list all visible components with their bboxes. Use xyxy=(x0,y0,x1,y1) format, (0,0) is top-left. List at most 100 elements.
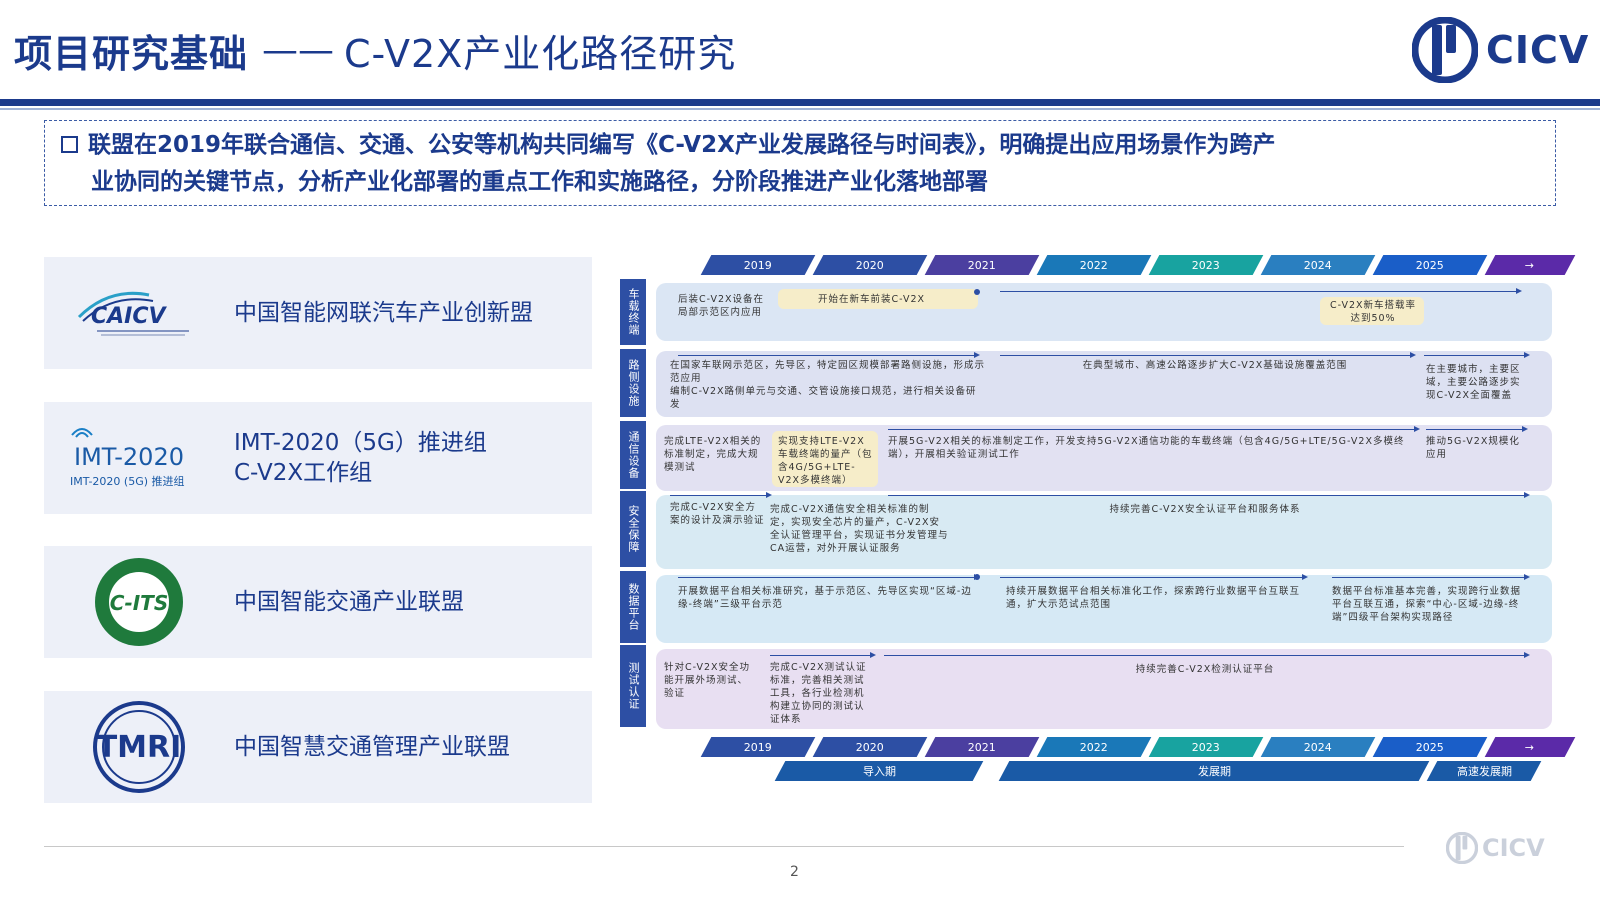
tmri-logo-text: TMRI xyxy=(97,730,182,765)
year-2023-top: 2023 xyxy=(1148,255,1264,275)
row1-milestone-dot xyxy=(974,289,980,295)
checkbox-bullet-icon xyxy=(61,136,78,153)
roadmap-timeline: 2019 2020 2021 2022 2023 2024 2025 → 车载终… xyxy=(620,255,1576,801)
row-category-data-platform: 数据平台 xyxy=(620,571,646,643)
row1-text-1: 后装C-V2X设备在局部示范区内应用 xyxy=(678,294,765,318)
cicv-footer-logo: CICV xyxy=(1446,832,1545,864)
cicv-logo-text: CICV xyxy=(1486,28,1590,72)
row4-text-3: 持续完善C-V2X安全认证平台和服务体系 xyxy=(1109,504,1301,515)
row3-text-1: 完成LTE-V2X相关的标准制定，完成大规模测试 xyxy=(664,436,762,473)
tmri-logo-icon: TMRI xyxy=(93,701,185,793)
row5-text-2: 持续开展数据平台相关标准化工作，探索跨行业数据平台互联互通，扩大示范试点范围 xyxy=(1006,586,1301,610)
year-2025-bottom: 2025 xyxy=(1372,737,1488,757)
year-2021-bottom: 2021 xyxy=(924,737,1040,757)
row-category-security: 安全保障 xyxy=(620,491,646,567)
row4-arrow-2 xyxy=(888,492,1530,498)
caicv-logo-text: CAICV xyxy=(91,304,168,329)
row2-text-3: 在典型城市、高速公路逐步扩大C-V2X基础设施覆盖范围 xyxy=(1082,360,1348,371)
page-title-sub: C-V2X产业化路径研究 xyxy=(344,31,737,76)
header-divider-thin xyxy=(0,108,1600,110)
caicv-logo-icon: CAICV xyxy=(77,291,189,336)
year-2022-top: 2022 xyxy=(1036,255,1152,275)
intro-line-2: 业协同的关键节点，分析产业化部署的重点工作和实施路径，分阶段推进产业化落地部署 xyxy=(91,169,988,195)
row5-arrow-1 xyxy=(678,574,980,580)
org-name-imt2020: IMT-2020（5G）推进组 C-V2X工作组 xyxy=(234,428,487,488)
page-title-main: 项目研究基础 xyxy=(14,31,249,76)
cicv-logo: CICV xyxy=(1412,16,1592,84)
year-2019-bottom: 2019 xyxy=(700,737,816,757)
row2-text-2: 编制C-V2X路侧单元与交通、交管设施接口规范，进行相关设备研发 xyxy=(670,386,977,410)
org-card-caicv: CAICV 中国智能网联汽车产业创新盟 xyxy=(44,257,592,369)
org-card-imt2020: IMT-2020 IMT-2020 (5G) 推进组 IMT-2020（5G）推… xyxy=(44,402,592,514)
page-title: 项目研究基础 —— C-V2X产业化路径研究 xyxy=(14,22,736,78)
row3-text-4: 推动5G-V2X规模化应用 xyxy=(1426,436,1520,460)
row4-text-2: 完成C-V2X通信安全相关标准的制定，实现安全芯片的量产，C-V2X安全认证管理… xyxy=(770,504,949,554)
row5-milestone-dot xyxy=(974,574,980,580)
row6-text-3: 持续完善C-V2X检测认证平台 xyxy=(1135,664,1275,675)
row2-arrow-2 xyxy=(1000,352,1416,358)
row3-text-2: 实现支持LTE-V2X车载终端的量产（包含4G/5G+LTE-V2X多模终端） xyxy=(778,436,873,486)
caicv-logo: CAICV xyxy=(44,257,234,369)
intro-box: 联盟在2019年联合通信、交通、公安等机构共同编写《C-V2X产业发展路径与时间… xyxy=(44,120,1556,206)
row4-arrow-1 xyxy=(670,492,772,498)
intro-line-1: 联盟在2019年联合通信、交通、公安等机构共同编写《C-V2X产业发展路径与时间… xyxy=(61,127,1545,164)
row5-arrow-2 xyxy=(1000,574,1308,580)
year-row-bottom: 2019 2020 2021 2022 2023 2024 2025 → xyxy=(658,737,1576,757)
org-name-tmri: 中国智慧交通管理产业联盟 xyxy=(234,734,510,760)
row1-text-3: C-V2X新车搭载率达到50% xyxy=(1329,300,1417,324)
row1-text-2: 开始在新车前装C-V2X xyxy=(818,294,926,305)
page-number: 2 xyxy=(790,864,799,880)
cicv-footer-logo-icon xyxy=(1446,832,1478,864)
year-beyond-bottom: → xyxy=(1484,737,1576,757)
row-category-communication: 通信设备 xyxy=(620,421,646,489)
row3-text-3: 开展5G-V2X相关的标准制定工作，开发支持5G-V2X通信功能的车载终端（包含… xyxy=(888,436,1405,460)
year-2021-top: 2021 xyxy=(924,255,1040,275)
org-name-cits: 中国智能交通产业联盟 xyxy=(234,589,464,615)
header-divider xyxy=(0,99,1600,106)
row1-arrow xyxy=(1000,288,1522,294)
row5-text-3: 数据平台标准基本完善，实现跨行业数据平台互联互通，探索“中心-区域-边缘-终端”… xyxy=(1332,586,1522,623)
year-row-top: 2019 2020 2021 2022 2023 2024 2025 → xyxy=(658,255,1576,275)
year-2022-bottom: 2022 xyxy=(1036,737,1152,757)
year-2025-top: 2025 xyxy=(1372,255,1488,275)
phase-development: 发展期 xyxy=(998,761,1430,781)
org-name-imt2020-line2: C-V2X工作组 xyxy=(234,460,373,486)
row-band-test-certification xyxy=(656,649,1552,729)
imt2020-logo-caption: IMT-2020 (5G) 推进组 xyxy=(70,474,185,488)
cits-logo-icon: C-ITS xyxy=(95,558,183,646)
cicv-logo-icon xyxy=(1412,17,1478,83)
row-category-vehicle-terminal: 车载终端 xyxy=(620,279,646,345)
row5-arrow-3 xyxy=(1332,574,1530,580)
row6-text-2: 完成C-V2X测试认证标准，完善相关测试工具，各行业检测机构建立协同的测试认证体… xyxy=(770,662,867,725)
page-title-separator: —— xyxy=(262,29,335,71)
tmri-logo: TMRI xyxy=(44,691,234,803)
row5-text-1: 开展数据平台相关标准研究，基于示范区、先导区实现“区域-边缘-终端”三级平台示范 xyxy=(678,586,972,610)
phase-introduction: 导入期 xyxy=(774,761,984,781)
org-name-imt2020-line1: IMT-2020（5G）推进组 xyxy=(234,430,487,456)
year-2023-bottom: 2023 xyxy=(1148,737,1264,757)
imt2020-logo-text: IMT-2020 xyxy=(74,443,184,471)
cits-logo-text: C-ITS xyxy=(110,591,168,615)
row-band-security xyxy=(656,495,1552,569)
row6-text-1: 针对C-V2X安全功能开展外场测试、验证 xyxy=(664,662,751,699)
row1-highlight-1 xyxy=(778,289,978,309)
row3-highlight xyxy=(772,431,878,487)
imt2020-logo-icon: IMT-2020 IMT-2020 (5G) 推进组 xyxy=(70,428,185,488)
year-2020-bottom: 2020 xyxy=(812,737,928,757)
year-2019-top: 2019 xyxy=(700,255,816,275)
row6-arrow-1 xyxy=(770,652,876,658)
row1-highlight-2 xyxy=(1320,297,1424,325)
cicv-footer-logo-text: CICV xyxy=(1482,834,1545,862)
row-band-data-platform xyxy=(656,575,1552,643)
org-name-caicv: 中国智能网联汽车产业创新盟 xyxy=(234,300,533,326)
org-card-cits: C-ITS 中国智能交通产业联盟 xyxy=(44,546,592,658)
phase-rapid-development: 高速发展期 xyxy=(1426,761,1542,781)
year-2024-bottom: 2024 xyxy=(1260,737,1376,757)
row3-arrow-1 xyxy=(888,426,1420,432)
row3-arrow-2 xyxy=(1426,426,1528,432)
footer-divider xyxy=(44,846,1404,847)
row-band-roadside xyxy=(656,351,1552,417)
row-category-test-certification: 测试认证 xyxy=(620,645,646,727)
org-card-tmri: TMRI 中国智慧交通管理产业联盟 xyxy=(44,691,592,803)
year-beyond-top: → xyxy=(1484,255,1576,275)
